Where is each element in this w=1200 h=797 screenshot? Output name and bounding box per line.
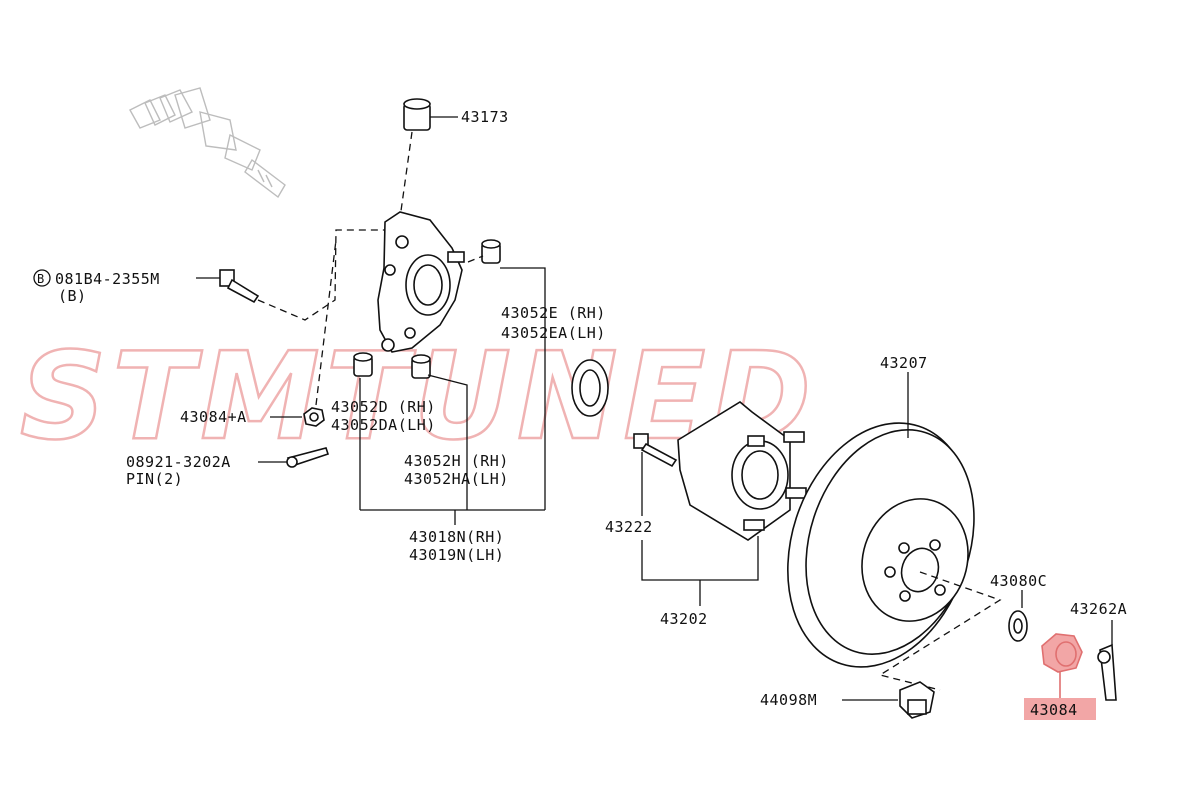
hub-43202[interactable]: [677, 401, 807, 541]
label-43202: 43202: [660, 610, 708, 628]
bushing-43052h[interactable]: [411, 354, 431, 379]
label-44098m: 44098M: [760, 691, 817, 709]
guide-line: [878, 571, 1002, 691]
bushing-43052e[interactable]: [467, 239, 501, 264]
cap-44098m[interactable]: [842, 681, 935, 719]
label-b-circle: B: [37, 272, 45, 286]
washer-43080c[interactable]: [1008, 590, 1028, 642]
pin-08921[interactable]: [258, 447, 330, 468]
bushing-43173[interactable]: [399, 98, 458, 219]
label-43019n: 43019N(LH): [409, 546, 504, 564]
label-43052h: 43052H (RH): [404, 452, 509, 470]
label-43018n: 43018N(RH): [409, 528, 504, 546]
group-bracket-43018n: [359, 267, 546, 525]
group-bracket-43202: [641, 536, 759, 606]
label-081b4: 081B4-2355M: [55, 270, 160, 288]
bolt-43222[interactable]: [633, 433, 678, 516]
drive-shaft-faint: [129, 87, 286, 199]
label-43222: 43222: [605, 518, 653, 536]
b-circle-icon: [33, 269, 51, 287]
label-43052da: 43052DA(LH): [331, 416, 436, 434]
nut-43084a[interactable]: [270, 239, 337, 427]
bolt-081b4[interactable]: [196, 229, 385, 321]
label-08921-sub: PIN(2): [126, 470, 183, 488]
label-43080c: 43080C: [990, 572, 1047, 590]
nut-43084-highlighted[interactable]: [1041, 633, 1083, 698]
label-43052d: 43052D (RH): [331, 398, 436, 416]
label-43084: 43084: [1030, 701, 1078, 719]
seal-ring[interactable]: [571, 359, 609, 417]
cotter-pin-43262a[interactable]: [1097, 620, 1117, 701]
knuckle[interactable]: [377, 211, 465, 353]
bushing-43052d[interactable]: [353, 352, 373, 377]
label-081b4-sub: (B): [58, 287, 87, 305]
label-43052ha: 43052HA(LH): [404, 470, 509, 488]
label-43052e: 43052E (RH): [501, 304, 606, 322]
label-43262a: 43262A: [1070, 600, 1127, 618]
label-43084-highlight-box: [1024, 698, 1096, 720]
label-08921: 08921-3202A: [126, 453, 231, 471]
disc-rotor-43207[interactable]: [758, 372, 1003, 691]
label-43052ea: 43052EA(LH): [501, 324, 606, 342]
label-43207: 43207: [880, 354, 928, 372]
label-43173: 43173: [461, 108, 509, 126]
label-43084a: 43084+A: [180, 408, 247, 426]
